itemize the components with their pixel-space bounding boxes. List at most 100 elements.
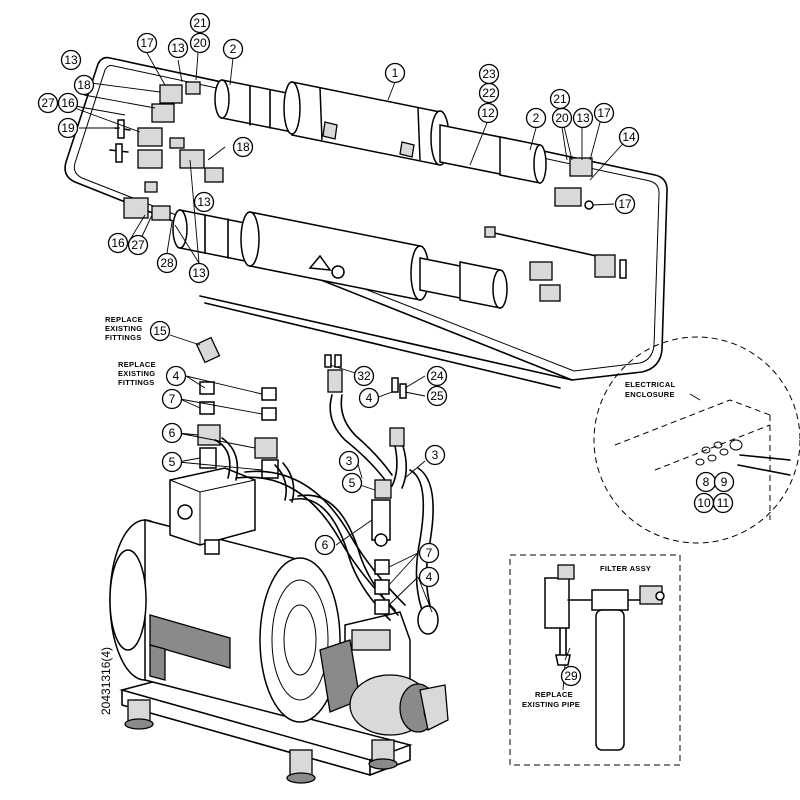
- svg-text:20: 20: [555, 111, 569, 125]
- svg-text:7: 7: [426, 546, 433, 560]
- replace-fittings-note-1: REPLACE EXISTING FITTINGS: [105, 315, 143, 342]
- svg-text:13: 13: [64, 53, 78, 67]
- balloon: 27: [127, 234, 149, 256]
- balloon: 16: [57, 92, 79, 114]
- svg-text:11: 11: [717, 496, 730, 510]
- filter-assy-detail: FILTER ASSY REPLACE EXISTING PIPE: [509, 554, 681, 766]
- manifold-fittings-left: [109, 81, 224, 221]
- balloon: 27: [37, 92, 59, 114]
- balloon: 29: [560, 665, 582, 687]
- drawing-number: 20431316(4): [99, 647, 113, 715]
- svg-text:17: 17: [597, 106, 611, 120]
- svg-text:6: 6: [169, 426, 176, 440]
- svg-text:24: 24: [430, 369, 444, 383]
- svg-text:19: 19: [61, 121, 75, 135]
- balloon: 4: [418, 566, 440, 588]
- svg-text:18: 18: [236, 140, 250, 154]
- svg-text:28: 28: [160, 256, 174, 270]
- balloon: 13: [60, 49, 82, 71]
- upper-cylinder: [214, 79, 547, 184]
- svg-text:14: 14: [622, 130, 636, 144]
- svg-text:4: 4: [366, 391, 373, 405]
- svg-text:18: 18: [77, 78, 91, 92]
- balloon: 16: [107, 232, 129, 254]
- lower-cylinder: [172, 209, 508, 309]
- svg-text:9: 9: [721, 475, 728, 489]
- svg-text:12: 12: [481, 106, 495, 120]
- svg-text:16: 16: [61, 96, 75, 110]
- svg-text:17: 17: [140, 36, 154, 50]
- balloon: 4: [358, 387, 380, 409]
- balloon: 6: [161, 422, 183, 444]
- balloon: 20: [189, 32, 211, 54]
- balloon: 15: [149, 320, 171, 342]
- balloon: 19: [57, 117, 79, 139]
- balloon: 2: [525, 107, 547, 129]
- svg-text:2: 2: [230, 42, 237, 56]
- svg-text:15: 15: [153, 324, 167, 338]
- svg-text:29: 29: [564, 669, 578, 683]
- mounting-panel: [64, 56, 668, 389]
- balloon: 8: [695, 471, 717, 493]
- balloon: 9: [713, 471, 735, 493]
- manifold-fittings-right: [484, 157, 627, 302]
- svg-text:13: 13: [576, 111, 590, 125]
- balloon: 2: [222, 38, 244, 60]
- svg-text:4: 4: [173, 369, 180, 383]
- svg-text:20: 20: [193, 36, 207, 50]
- replace-pipe-line1: REPLACE: [535, 690, 573, 699]
- svg-text:17: 17: [618, 197, 632, 211]
- balloon: 22: [478, 82, 500, 104]
- balloon: 1: [384, 62, 406, 84]
- balloon: 5: [161, 451, 183, 473]
- hydraulic-hoses: [195, 336, 439, 635]
- svg-text:27: 27: [131, 238, 145, 252]
- svg-text:5: 5: [169, 455, 176, 469]
- balloon: 18: [232, 136, 254, 158]
- svg-text:2: 2: [533, 111, 540, 125]
- svg-text:21: 21: [193, 16, 207, 30]
- svg-text:4: 4: [426, 570, 433, 584]
- balloon: 7: [418, 542, 440, 564]
- note-line: FITTINGS: [105, 333, 142, 342]
- balloon: 13: [572, 107, 594, 129]
- replace-pipe-line2: EXISTING PIPE: [522, 700, 580, 709]
- svg-text:8: 8: [703, 475, 710, 489]
- balloon: 17: [136, 32, 158, 54]
- svg-text:32: 32: [357, 369, 371, 383]
- balloon: 17: [593, 102, 615, 124]
- balloon: 23: [478, 63, 500, 85]
- electrical-enclosure-detail: ELECTRICAL ENCLOSURE: [593, 336, 800, 544]
- balloon: 24: [426, 365, 448, 387]
- svg-text:5: 5: [349, 476, 356, 490]
- svg-text:22: 22: [482, 86, 496, 100]
- balloon: 14: [618, 126, 640, 148]
- svg-text:1: 1: [392, 66, 399, 80]
- svg-text:3: 3: [432, 448, 439, 462]
- balloon: 25: [426, 385, 448, 407]
- balloon: 21: [549, 88, 571, 110]
- note-line: REPLACE: [118, 360, 156, 369]
- svg-text:13: 13: [197, 195, 211, 209]
- filter-assy-label: FILTER ASSY: [600, 564, 651, 573]
- balloon: 4: [165, 365, 187, 387]
- svg-text:13: 13: [171, 41, 185, 55]
- note-line: FITTINGS: [118, 378, 155, 387]
- svg-text:21: 21: [553, 92, 567, 106]
- balloon: 18: [73, 74, 95, 96]
- balloon: 17: [614, 193, 636, 215]
- balloon: 21: [189, 12, 211, 34]
- replace-fittings-note-2: REPLACE EXISTING FITTINGS: [118, 360, 156, 387]
- svg-text:27: 27: [41, 96, 55, 110]
- balloon: 3: [424, 444, 446, 466]
- balloon: 28: [156, 252, 178, 274]
- svg-text:3: 3: [346, 454, 353, 468]
- balloon: 13: [188, 262, 210, 284]
- balloon: 32: [353, 365, 375, 387]
- balloon: 10: [693, 492, 715, 514]
- svg-text:16: 16: [111, 236, 125, 250]
- svg-text:25: 25: [430, 389, 444, 403]
- balloon: 13: [193, 191, 215, 213]
- svg-text:13: 13: [192, 266, 206, 280]
- balloon: 3: [338, 450, 360, 472]
